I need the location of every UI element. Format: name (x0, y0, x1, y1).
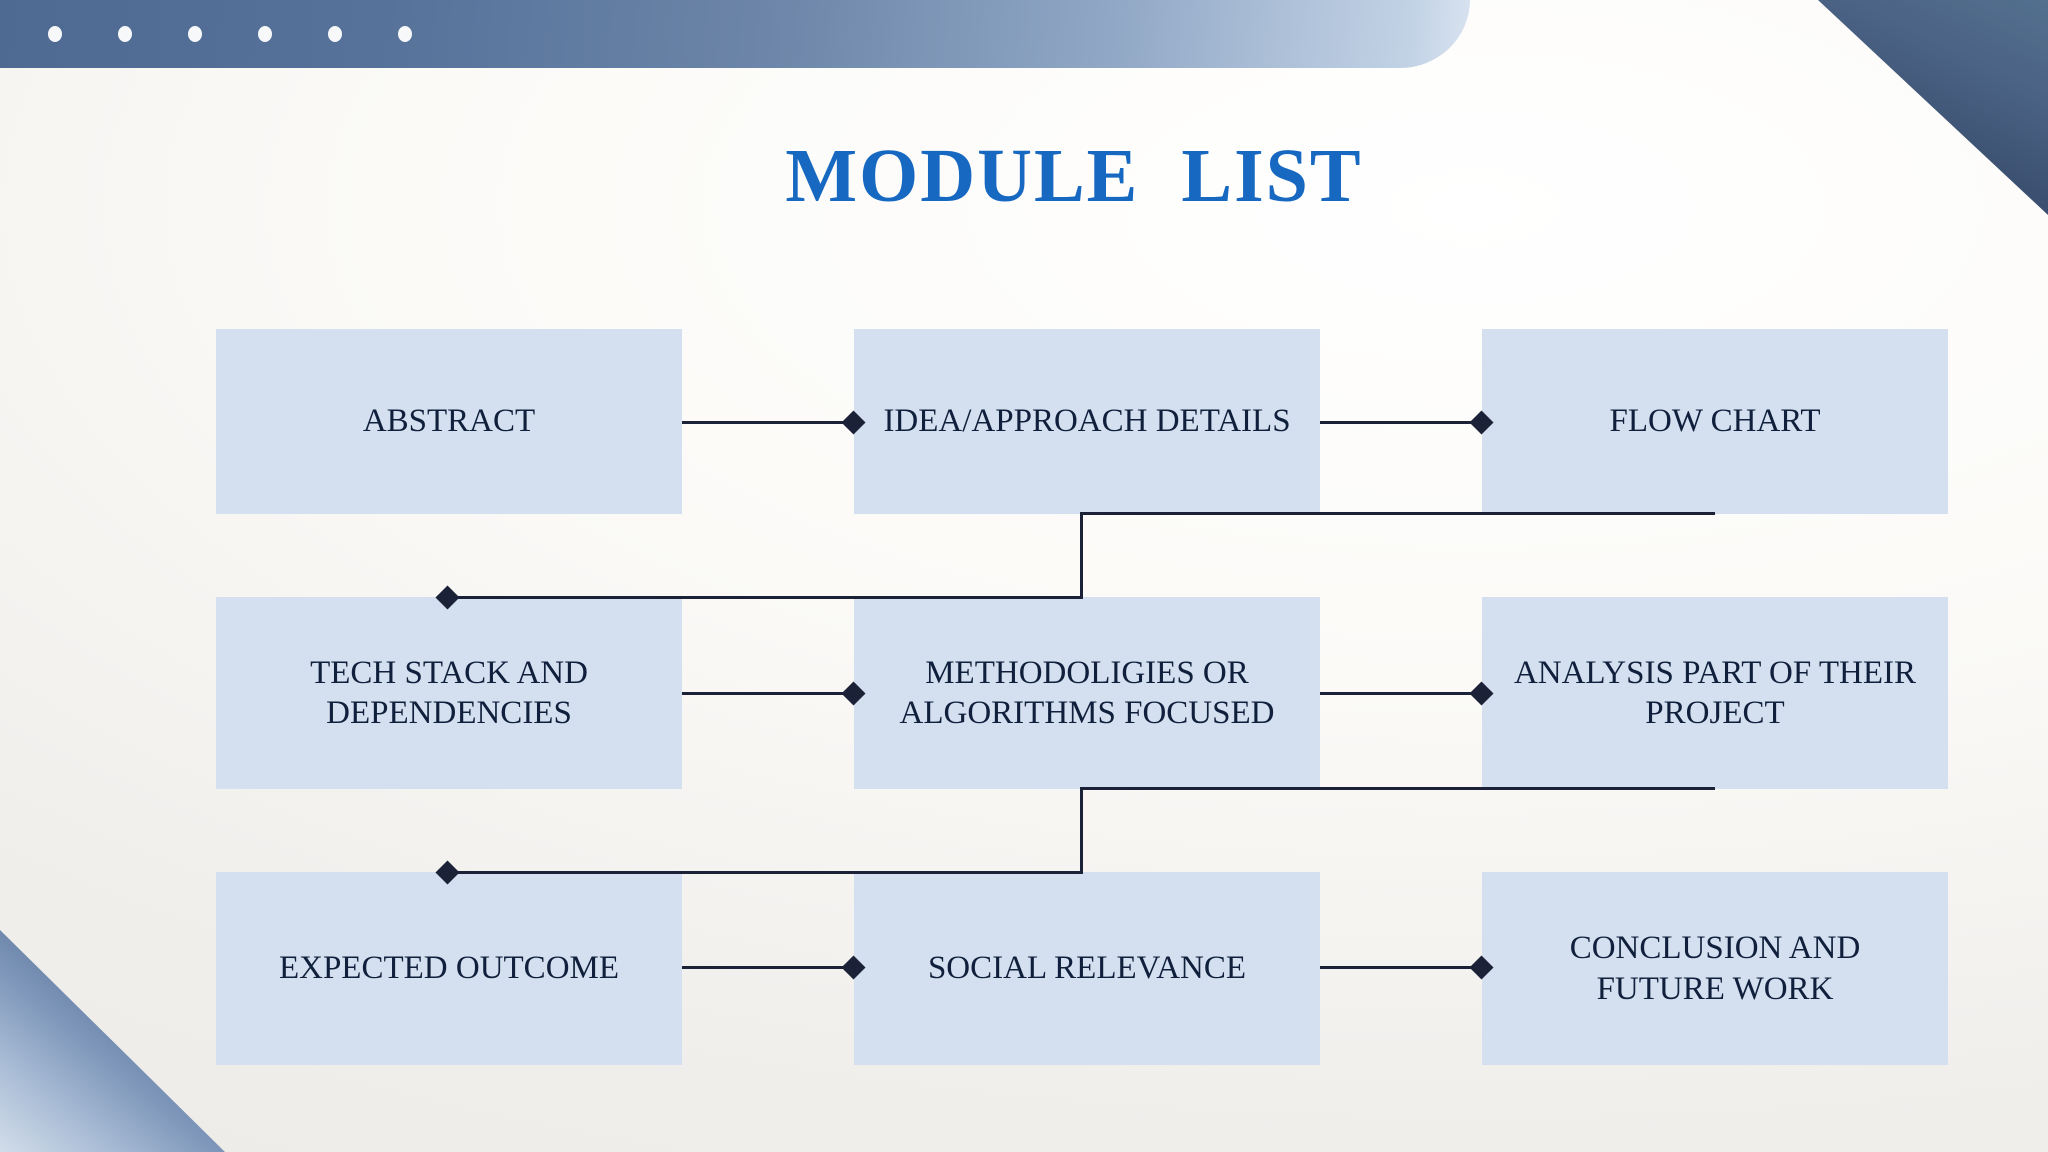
module-box-methods[interactable]: METHODOLIGIES OR ALGORITHMS FOCUSED (854, 597, 1320, 789)
banner-dot-4 (258, 26, 272, 42)
banner-dot-5 (328, 26, 342, 42)
module-label-analysis: ANALYSIS PART OF THEIR PROJECT (1513, 654, 1917, 731)
connector-analysis-elbow-top (1080, 787, 1715, 790)
top-banner-bar (0, 0, 1470, 68)
banner-dot-3 (188, 26, 202, 42)
connector-social-to-conclusion (1320, 966, 1482, 969)
module-label-outcome: EXPECTED OUTCOME (278, 950, 620, 987)
module-box-abstract[interactable]: ABSTRACT (216, 329, 682, 514)
module-label-abstract: ABSTRACT (362, 403, 536, 440)
module-box-social[interactable]: SOCIAL RELEVANCE (854, 872, 1320, 1065)
connector-flowchart-elbow-vertical (1080, 512, 1083, 598)
module-label-idea: IDEA/APPROACH DETAILS (883, 403, 1291, 440)
module-label-techstack: TECH STACK AND DEPENDENCIES (310, 654, 588, 731)
connector-abstract-to-idea (682, 421, 854, 424)
connector-analysis-elbow-bottom (447, 871, 1083, 874)
module-box-conclusion[interactable]: CONCLUSION AND FUTURE WORK (1482, 872, 1948, 1065)
connector-techstack-to-methods (682, 692, 854, 695)
banner-dot-2 (118, 26, 132, 42)
connector-methods-to-analysis (1320, 692, 1482, 695)
module-label-conclusion: CONCLUSION AND FUTURE WORK (1569, 930, 1861, 1007)
connector-flowchart-elbow-bottom (447, 596, 1083, 599)
banner-dot-row (48, 26, 412, 42)
module-box-techstack[interactable]: TECH STACK AND DEPENDENCIES (216, 597, 682, 789)
banner-dot-1 (48, 26, 62, 42)
module-box-outcome[interactable]: EXPECTED OUTCOME (216, 872, 682, 1065)
connector-idea-to-flowchart (1320, 421, 1482, 424)
module-box-flowchart[interactable]: FLOW CHART (1482, 329, 1948, 514)
module-label-social: SOCIAL RELEVANCE (927, 950, 1247, 987)
connector-analysis-elbow-vertical (1080, 787, 1083, 873)
module-label-methods: METHODOLIGIES OR ALGORITHMS FOCUSED (899, 654, 1275, 731)
connector-flowchart-elbow-top (1080, 512, 1715, 515)
banner-dot-6 (398, 26, 412, 42)
module-box-analysis[interactable]: ANALYSIS PART OF THEIR PROJECT (1482, 597, 1948, 789)
page-title: MODULE LIST (785, 134, 1363, 218)
module-label-flowchart: FLOW CHART (1609, 403, 1821, 440)
connector-outcome-to-social (682, 966, 854, 969)
module-box-idea[interactable]: IDEA/APPROACH DETAILS (854, 329, 1320, 514)
bottom-left-corner-triangle (0, 930, 225, 1152)
